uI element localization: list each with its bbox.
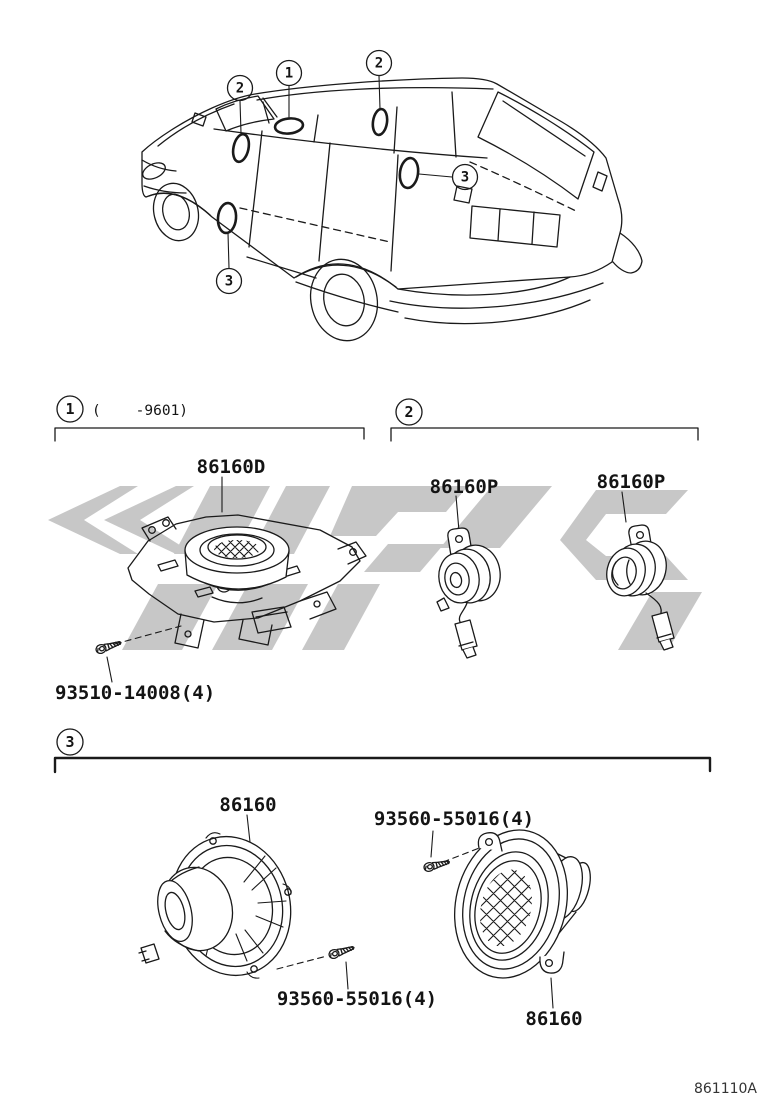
callout-number: 3 xyxy=(461,170,469,186)
tweeter-speaker-86160p-left-illustration xyxy=(436,527,501,659)
tweeter-speaker-86160p-right-illustration xyxy=(606,524,675,651)
vehicle-illustration xyxy=(141,77,643,342)
section-1: 1 ( -9601) 86160D xyxy=(54,395,367,704)
rear-speaker-86160-front-view-illustration xyxy=(453,829,591,979)
section-3-header: 3 xyxy=(53,728,712,774)
callout-number: 2 xyxy=(236,81,244,97)
section-3: 3 86160 93560-55016(4) 93560-55016(4) xyxy=(53,728,712,1030)
section-2: 2 86160P 86160P xyxy=(390,398,699,659)
part-label-86160-left: 86160 xyxy=(219,794,276,816)
part-label-86160-right: 86160 xyxy=(525,1008,582,1030)
section-ref: 1 xyxy=(65,400,74,418)
rear-speaker-86160-rear-view-illustration xyxy=(138,832,292,979)
callout-number: 1 xyxy=(285,66,293,82)
part-label-86160p-left: 86160P xyxy=(430,476,499,498)
speaker-grille-hatch xyxy=(214,540,260,558)
vehicle-callout-2-rear: 2 xyxy=(365,49,393,110)
callout-number: 3 xyxy=(225,274,233,290)
speaker-location-oval-rear-quarter xyxy=(398,156,420,190)
speaker-location-oval-center-pillar xyxy=(371,107,389,137)
vehicle-callouts: 1 2 2 3 3 xyxy=(215,49,479,295)
part-label-86160d: 86160D xyxy=(197,456,266,478)
page-code: 861110A xyxy=(694,1081,757,1097)
vehicle-callout-1: 1 xyxy=(275,59,303,118)
section-1-header: 1 ( -9601) xyxy=(54,395,365,442)
screw-icon xyxy=(422,857,452,874)
section-bracket xyxy=(53,756,712,774)
section-bracket xyxy=(390,427,699,442)
part-label-93510-14008: 93510-14008(4) xyxy=(55,682,215,704)
speaker-location-oval-front-door xyxy=(231,132,251,164)
section-applicability-note: ( -9601) xyxy=(92,403,188,419)
watermark-logo xyxy=(48,486,702,650)
speaker-location-markers xyxy=(216,107,420,235)
section-ref: 3 xyxy=(65,733,74,751)
section-ref: 2 xyxy=(404,403,413,421)
vehicle-callout-3-quarter: 3 xyxy=(418,163,479,191)
part-label-86160p-right: 86160P xyxy=(597,471,666,493)
section-bracket xyxy=(54,427,365,442)
vehicle-callout-3-door: 3 xyxy=(215,232,243,295)
section-2-header: 2 xyxy=(390,398,699,442)
vehicle-callout-2-front: 2 xyxy=(226,74,254,134)
screw-icon xyxy=(327,942,356,961)
speaker-assembly-86160d-illustration xyxy=(127,514,367,649)
speaker-location-oval-rear-door xyxy=(216,201,238,235)
part-label-93560-55016-top: 93560-55016(4) xyxy=(374,808,534,830)
screw-icon xyxy=(94,637,123,656)
callout-number: 2 xyxy=(375,56,383,72)
speaker-location-oval-roof xyxy=(273,117,305,135)
part-label-93560-55016-bottom: 93560-55016(4) xyxy=(277,988,437,1010)
